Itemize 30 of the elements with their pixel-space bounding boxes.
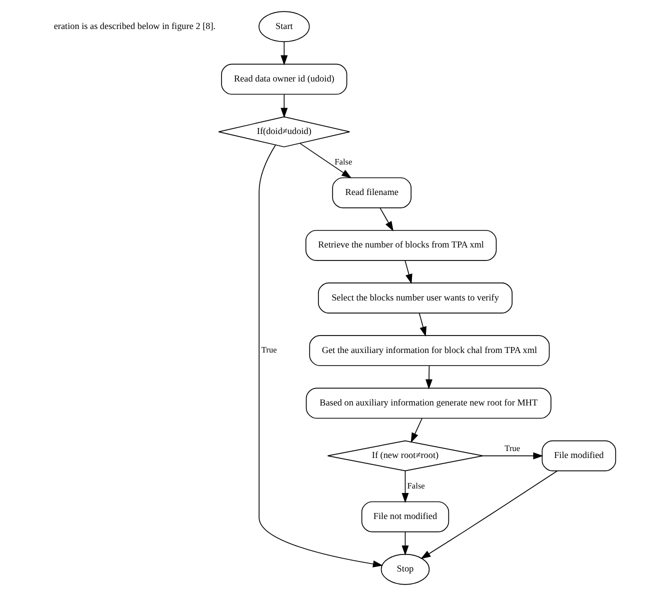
label: eration is as described below in figure 2 [8]. (53, 20, 216, 31)
arrow (424, 365, 432, 390)
arrow (280, 42, 288, 66)
edge-label: False (334, 157, 352, 166)
arrow (482, 452, 543, 460)
node-box: Get the auxiliary information for block chal from TPA xml (308, 335, 550, 366)
arrow (401, 532, 408, 556)
node-box: Read filename (332, 177, 411, 208)
edge-label: False (406, 481, 424, 490)
edge-label: True (504, 444, 520, 453)
node-ellipse: Start (258, 11, 310, 42)
node-box: Based on auxiliary information generate new root for MHT (305, 388, 551, 419)
node-diamond: If(doid≠udoid) (218, 116, 350, 148)
edge-label: True (260, 346, 276, 355)
node-box: Retrieve the number of blocks from TPA xml (304, 230, 496, 261)
arrow (410, 418, 422, 443)
arrow (401, 470, 408, 503)
arrow (379, 208, 393, 232)
arrow (258, 144, 382, 568)
arrow (299, 143, 352, 178)
arrow (404, 260, 412, 284)
node-box: File not modified (360, 501, 449, 532)
node-box: Read data owner id (udoid) (220, 64, 347, 95)
arrow (418, 312, 426, 337)
node-diamond: If (new root≠root) (326, 440, 483, 472)
node-ellipse: Stop (380, 554, 430, 585)
node-box: Select the blocks number user wants to verify (317, 282, 512, 314)
node-box: File modified (541, 440, 616, 472)
arrow (420, 470, 558, 559)
arrow (280, 94, 288, 118)
